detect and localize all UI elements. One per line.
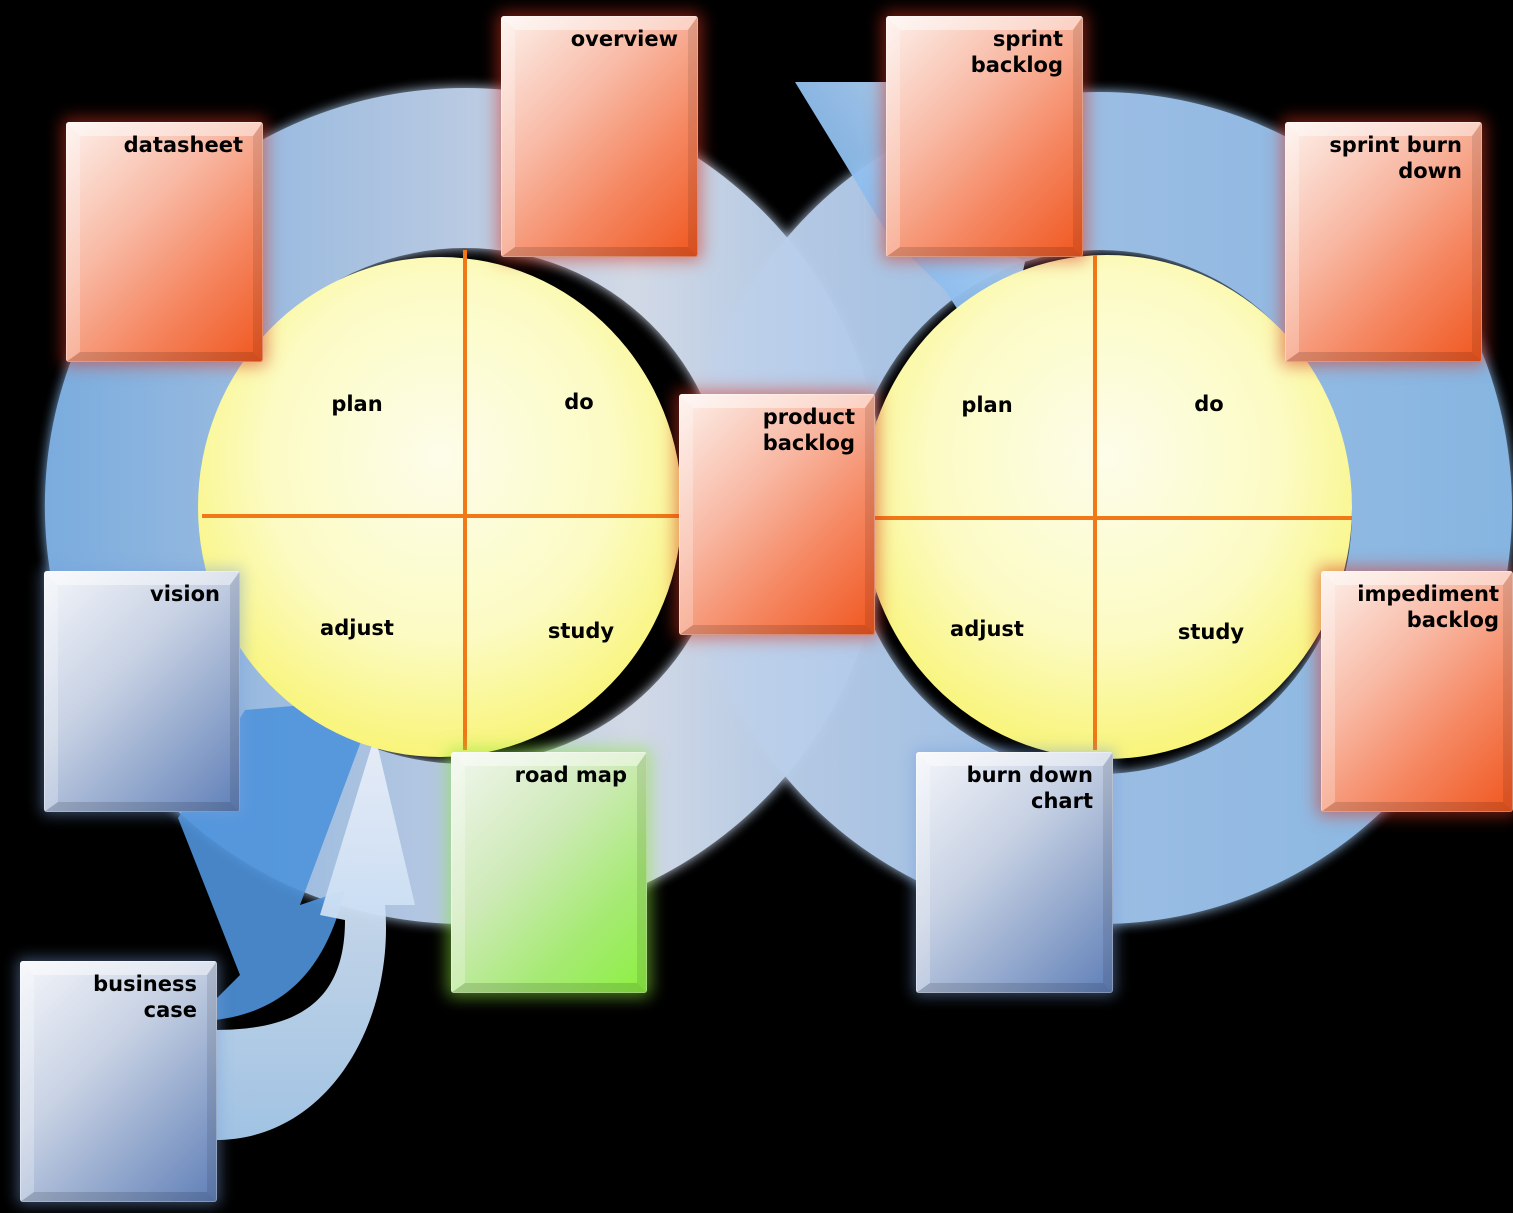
artifact-vision-label: vision: [150, 582, 220, 606]
artifact-business-case: business case: [20, 961, 217, 1202]
curved-arrow-icon: [215, 735, 415, 1140]
card-bevel: [501, 16, 698, 257]
artifact-overview: overview: [501, 16, 698, 257]
left-quadrant-plan: plan: [331, 392, 383, 416]
left-quadrant-study: study: [547, 619, 615, 643]
left-quadrant-adjust: adjust: [320, 616, 394, 640]
card-bevel: [451, 752, 647, 993]
artifact-sprint-burn-down: sprint burn down: [1285, 122, 1482, 362]
artifact-sprint-backlog-label: sprint backlog: [970, 27, 1063, 77]
artifact-road-map: road map: [451, 752, 647, 993]
right-cycle-core: [862, 255, 1352, 759]
artifact-product-backlog-label: product backlog: [762, 405, 855, 455]
artifact-product-backlog: product backlog: [679, 394, 875, 635]
artifact-sprint-burn-down-label: sprint burn down: [1329, 133, 1462, 183]
artifact-datasheet: datasheet: [66, 122, 263, 362]
artifact-burn-down-chart-label: burn down chart: [966, 763, 1093, 813]
artifact-overview-label: overview: [570, 27, 678, 51]
left-cycle-core: [198, 257, 682, 757]
artifact-sprint-backlog: sprint backlog: [886, 16, 1083, 257]
artifact-vision: vision: [44, 571, 240, 812]
artifact-datasheet-label: datasheet: [123, 133, 243, 157]
artifact-road-map-label: road map: [514, 763, 627, 787]
artifact-business-case-label: business case: [93, 972, 197, 1022]
card-bevel: [44, 571, 240, 812]
artifact-impediment-backlog: impediment backlog: [1321, 571, 1513, 812]
right-quadrant-adjust: adjust: [950, 617, 1024, 641]
artifact-impediment-backlog-label: impediment backlog: [1357, 582, 1499, 632]
card-bevel: [66, 122, 263, 362]
artifact-burn-down-chart: burn down chart: [916, 752, 1113, 993]
right-quadrant-plan: plan: [961, 393, 1013, 417]
right-quadrant-study: study: [1177, 620, 1245, 644]
left-quadrant-do: do: [564, 390, 594, 414]
right-quadrant-do: do: [1194, 392, 1224, 416]
